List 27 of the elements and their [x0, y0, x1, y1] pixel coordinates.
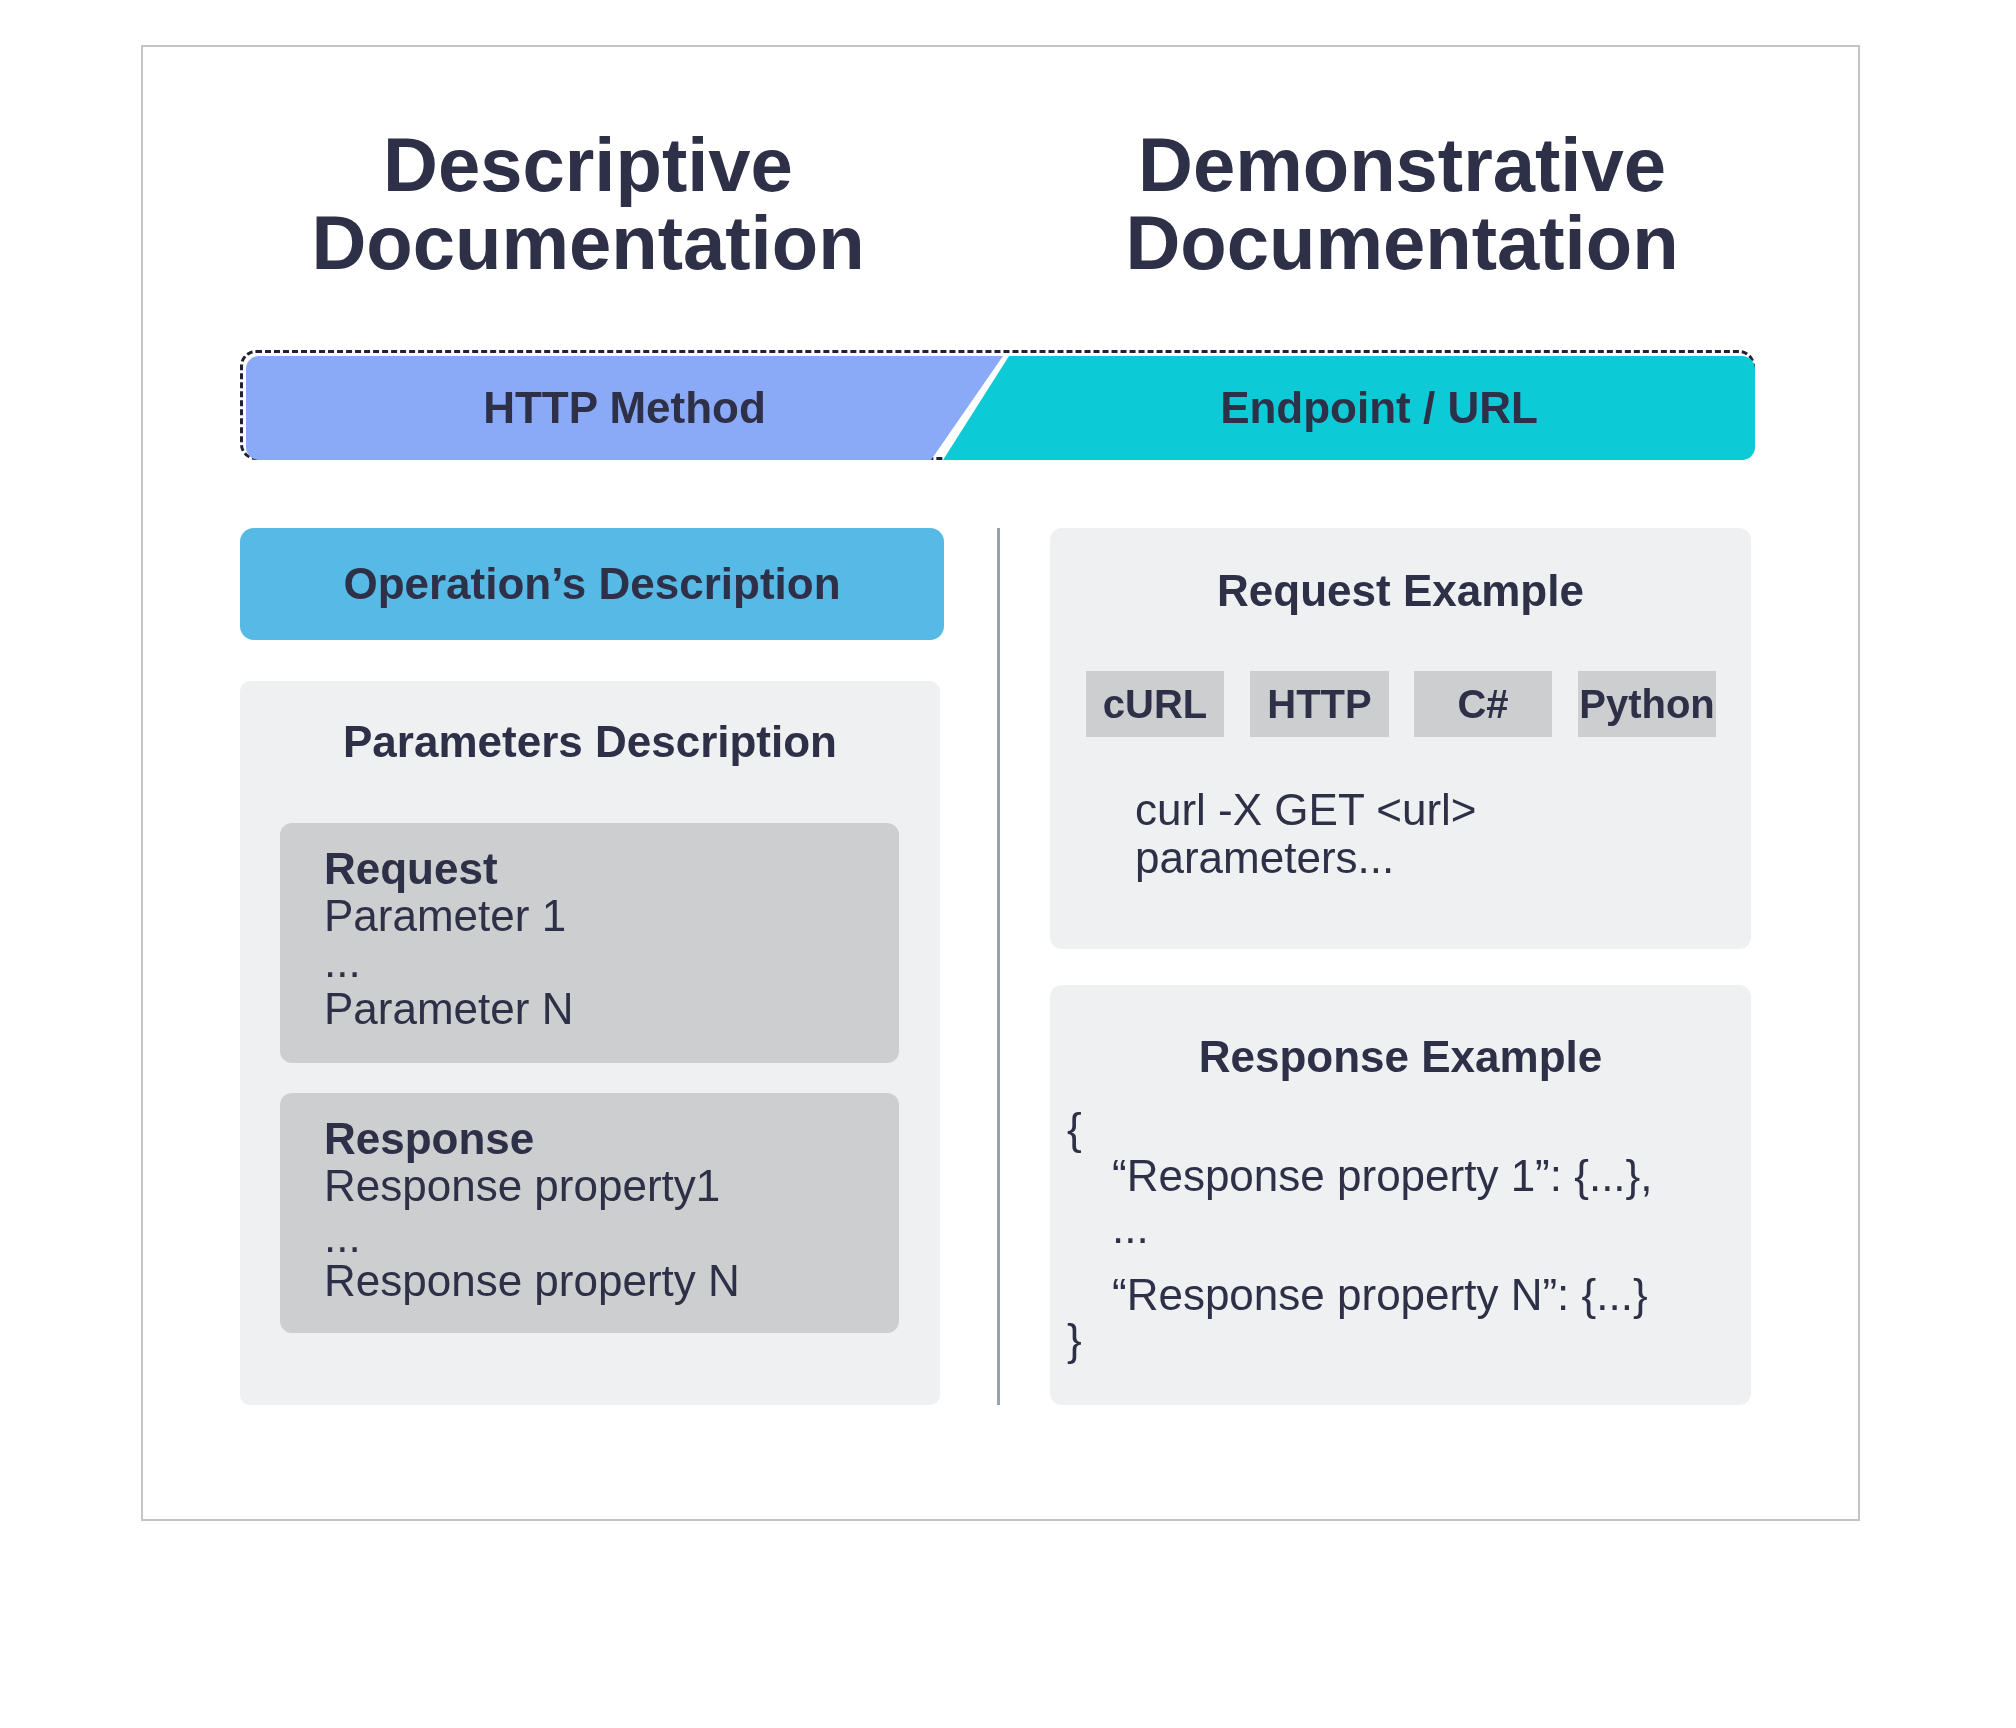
- parameter-card: [280, 823, 899, 1063]
- language-tab: cURL: [1086, 671, 1224, 737]
- code-line: {: [1067, 1103, 1082, 1155]
- panel-title: Response Example: [1197, 1031, 1604, 1083]
- bar-label: Operation’s Description: [342, 558, 842, 610]
- code-line: ...: [1112, 1202, 1149, 1254]
- code-line: “Response property N”: {...}: [1112, 1269, 1648, 1321]
- panel-title: Request Example: [1216, 565, 1585, 617]
- band-segment: [246, 356, 1003, 460]
- code-line: }: [1067, 1314, 1082, 1366]
- language-tab: C#: [1414, 671, 1552, 737]
- band-label: HTTP Method: [482, 382, 767, 434]
- column-heading: Descriptive Documentation: [310, 126, 866, 282]
- language-tab: HTTP: [1250, 671, 1389, 737]
- band-segment: [943, 356, 1755, 460]
- code-line: “Response property 1”: {...},: [1112, 1150, 1653, 1202]
- header-band: [240, 350, 1755, 460]
- description-bar: [240, 528, 944, 640]
- band-label: Endpoint / URL: [1219, 382, 1539, 434]
- language-tab: Python: [1578, 671, 1716, 737]
- example-panel: [1050, 528, 1751, 949]
- card-heading: Response: [324, 1113, 535, 1165]
- parameter-card: [280, 1093, 899, 1333]
- card-heading: Request: [324, 843, 498, 895]
- panel-title: Parameters Description: [342, 716, 838, 768]
- parameters-panel: [240, 681, 940, 1405]
- column-heading: Demonstrative Documentation: [1124, 126, 1680, 282]
